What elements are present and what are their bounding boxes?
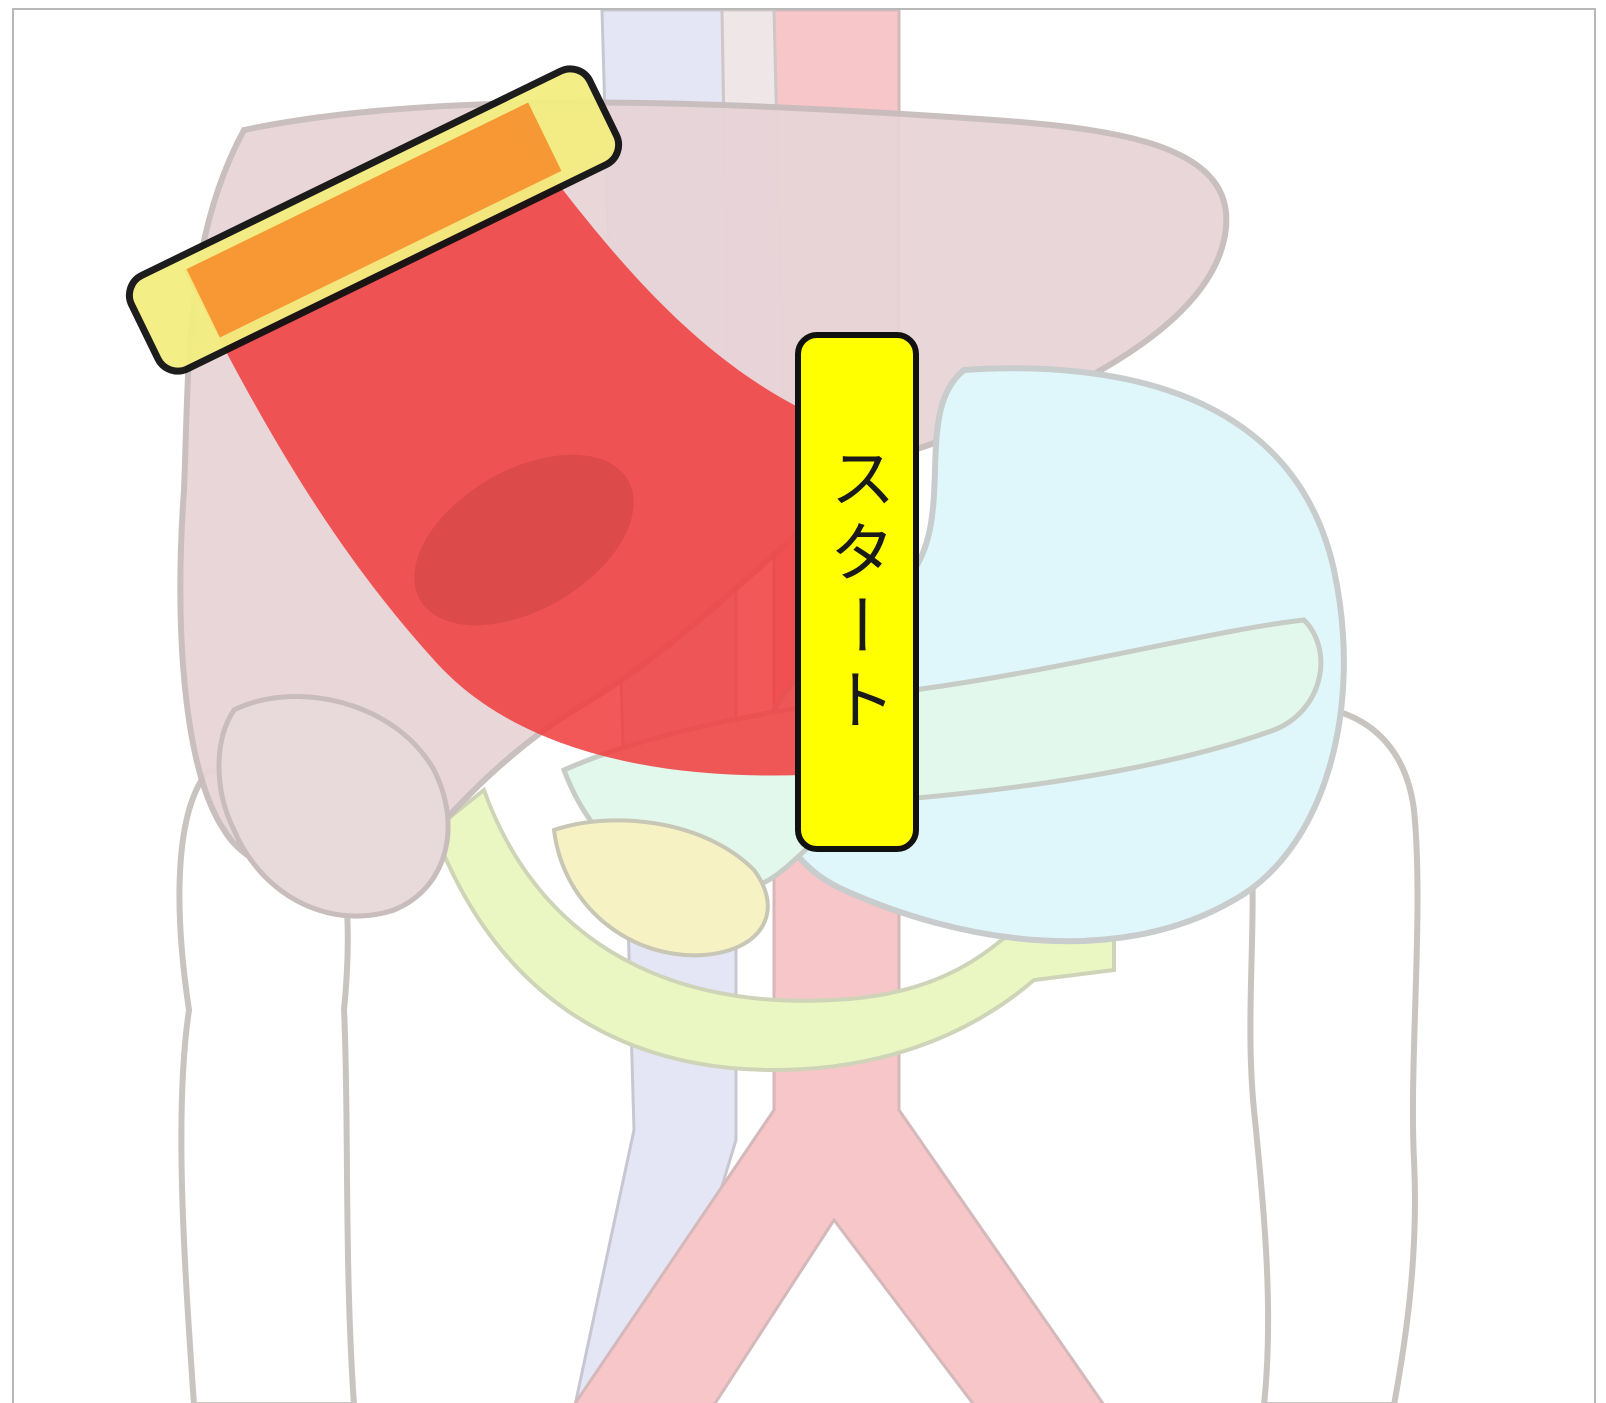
start-label: スタート [795,332,919,852]
diagram-frame: スタート [12,8,1596,1403]
start-label-text: スタート [824,444,890,740]
